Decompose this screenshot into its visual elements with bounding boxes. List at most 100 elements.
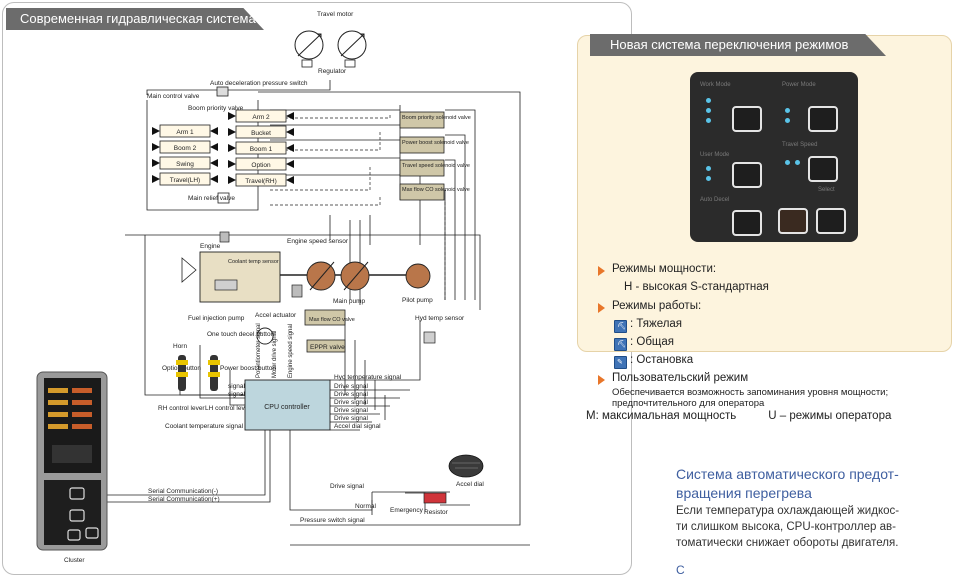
mode-system-title: Новая система переключения режимов xyxy=(590,34,886,56)
hyd-temp-signal-label: Hyd temperature signal xyxy=(334,374,402,381)
drive-signal-label-1: Drive signal xyxy=(334,383,369,390)
auto-decel-button[interactable] xyxy=(732,210,762,236)
auto-decel-label: Auto deceleration pressure switch xyxy=(210,80,308,87)
serial-minus-label: Serial Communication(-) xyxy=(148,488,218,495)
engine-speed-sensor-label: Engine speed sensor xyxy=(287,238,349,245)
fan-icon xyxy=(182,258,196,282)
boom2-label: Boom 2 xyxy=(174,145,197,152)
fuel-pump-label: Fuel injection pump xyxy=(188,315,245,322)
accel-dial-icon[interactable] xyxy=(449,455,483,477)
lh-lever-label: LH control lever xyxy=(205,405,251,412)
travel-speed-sol-label: Travel speed solenoid valve xyxy=(402,163,470,169)
main-pump-label: Main pump xyxy=(333,298,366,305)
engine-label: Engine xyxy=(200,243,221,250)
select-up-button[interactable] xyxy=(816,208,846,234)
cluster-device xyxy=(37,372,107,550)
potentiometer-signal-label: Potentiometer signal xyxy=(256,323,262,378)
main-pump-icon xyxy=(307,262,369,290)
work-mode-button[interactable] xyxy=(732,106,762,132)
power-modes-values: H - высокая S-стандартная xyxy=(624,281,769,293)
accel-dial-signal-label: Accel dial signal xyxy=(334,423,381,430)
max-flow-co-valve-label: Max flow CO valve xyxy=(309,317,355,323)
overheat-title: Система автоматического предот- вращения… xyxy=(676,465,946,503)
overheat-body-line-3: томатически снижает обороты двигателя. xyxy=(676,535,944,551)
emergency-label: Emergency xyxy=(390,507,424,514)
lh-lever-icon xyxy=(208,355,220,391)
main-control-valve-label: Main control valve xyxy=(147,93,200,100)
bullet-icon xyxy=(598,375,605,385)
signal-1-label: signal xyxy=(228,383,246,390)
pilot-pump-icon xyxy=(406,264,430,288)
cut-off-text: С xyxy=(676,565,685,575)
mode-switch-panel: Work Mode Power Mode User Mode Travel Sp… xyxy=(690,72,858,242)
normal-label: Normal xyxy=(355,503,377,510)
drive-signal-label-5: Drive signal xyxy=(334,415,369,422)
swing-label: Swing xyxy=(176,161,194,168)
bullet-icon xyxy=(598,303,605,313)
travel-rh-label: Travel(RH) xyxy=(245,178,277,185)
pressure-switch-signal-label: Pressure switch signal xyxy=(300,517,365,524)
serial-plus-label: Serial Communication(+) xyxy=(148,496,220,503)
user-mode-heading: Пользовательский режим xyxy=(612,372,748,384)
option-label: Option xyxy=(251,162,271,169)
arm1-label: Arm 1 xyxy=(176,129,194,136)
boom1-label: Boom 1 xyxy=(250,146,273,153)
overheat-body-line-2: ти слишком высока, CPU-контроллер ав- xyxy=(676,519,944,535)
work-mode-general: : Общая xyxy=(630,336,674,348)
coolant-temp-signal-label: Coolant temperature signal xyxy=(165,423,244,430)
work-mode-breaker: : Остановка xyxy=(630,354,693,366)
general-icon: ⛏ xyxy=(614,338,627,351)
auto-decel-mode-label: Auto Decel xyxy=(700,197,729,203)
user-mode-button[interactable] xyxy=(732,162,762,188)
travel-speed-label: Travel Speed xyxy=(782,142,817,148)
overheat-title-line-2: вращения перегрева xyxy=(676,484,946,503)
accel-actuator-label: Accel actuator xyxy=(255,312,297,319)
resistor-label: Resistor xyxy=(424,509,449,516)
power-boost-sol-label: Power boost solenoid valve xyxy=(402,140,469,146)
accel-dial-label: Accel dial xyxy=(456,481,484,488)
one-touch-label: One touch decel button xyxy=(207,331,275,338)
hyd-temp-sensor-label: Hyd temp sensor xyxy=(415,315,465,322)
work-modes-heading: Режимы работы: xyxy=(612,300,701,312)
drive-signal-label-3: Drive signal xyxy=(334,399,369,406)
regulator-label: Regulator xyxy=(318,68,347,75)
bucket-label: Bucket xyxy=(251,130,271,137)
horn-label: Horn xyxy=(173,343,187,350)
work-mode-heavy: : Тяжелая xyxy=(630,318,682,330)
travel-motor-left-icon xyxy=(295,31,323,59)
motor-drive-signal-label: Motor drive signal xyxy=(272,331,278,378)
power-mode-button[interactable] xyxy=(808,106,838,132)
overheat-title-line-1: Система автоматического предот- xyxy=(676,465,946,484)
pilot-pump-label: Pilot pump xyxy=(402,297,433,304)
work-mode-label: Work Mode xyxy=(700,82,731,88)
rh-lever-label: RH control lever xyxy=(158,405,205,412)
select-down-button[interactable] xyxy=(778,208,808,234)
travel-lh-label: Travel(LH) xyxy=(170,177,200,184)
mode-legend-line: M: максимальная мощность U – режимы опер… xyxy=(586,410,891,422)
power-boost-button-label: Power boost button xyxy=(220,365,276,372)
auto-decel-switch-icon xyxy=(217,87,228,96)
boom-priority-sol-label: Boom priority solenoid valve xyxy=(402,115,471,121)
heavy-duty-icon: ⛏ xyxy=(614,320,627,333)
travel-motor-label: Travel motor xyxy=(317,11,354,18)
select-label: Select xyxy=(818,187,835,193)
hydraulic-diagram: Travel motor Regulator Auto deceleration… xyxy=(0,0,630,575)
user-mode-label: User Mode xyxy=(700,152,729,158)
signal-2-label: signal xyxy=(228,391,246,398)
power-modes-heading: Режимы мощности: xyxy=(612,263,716,275)
rh-lever-icon xyxy=(176,355,188,391)
drive-signal-label-6: Drive signal xyxy=(330,483,365,490)
arm2-label: Arm 2 xyxy=(252,114,270,121)
max-flow-co-sol-label: Max flow CO solenoid valve xyxy=(402,187,470,193)
cluster-label: Cluster xyxy=(64,557,85,564)
cpu-controller-label: CPU controller xyxy=(264,404,310,411)
engine-speed-signal-label: Engine speed signal xyxy=(288,324,294,378)
bullet-icon xyxy=(598,266,605,276)
main-relief-valve-label: Main relief valve xyxy=(188,195,235,202)
overheat-body-line-1: Если температура охлаждающей жидкос- xyxy=(676,503,944,519)
power-mode-label: Power Mode xyxy=(782,82,816,88)
travel-speed-button[interactable] xyxy=(808,156,838,182)
eppr-valve-label: EPPR valve xyxy=(310,344,345,351)
user-mode-desc-1: Обеспечивается возможность запоминания у… xyxy=(612,387,888,398)
coolant-sensor-label: Coolant temp sensor xyxy=(228,259,279,265)
